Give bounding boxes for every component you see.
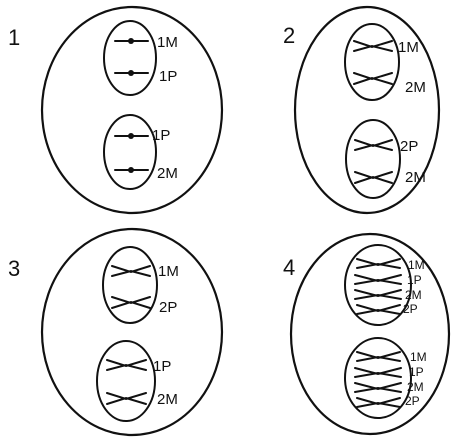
chromosome xyxy=(356,258,401,269)
chromosome-label: 1M xyxy=(158,263,179,280)
cell-outline xyxy=(40,5,224,215)
chromosome-label: 1M xyxy=(408,258,425,272)
cell-outline xyxy=(289,232,451,436)
chromosome xyxy=(354,367,402,378)
panel-3: 3 1M 2P 1P 2M xyxy=(8,227,224,437)
chromosome-label: 1P xyxy=(159,68,177,85)
chromosome xyxy=(356,351,401,362)
chromosome-label: 2M xyxy=(405,169,426,186)
panel-number: 4 xyxy=(283,255,295,280)
nucleus: 1M 1P 2M 2P xyxy=(344,337,427,419)
centromere xyxy=(128,167,134,173)
chromosome-label: 1P xyxy=(153,358,171,375)
panel-number: 3 xyxy=(8,256,20,281)
chromosome-label: 2M xyxy=(157,391,178,408)
nucleus-outline xyxy=(103,20,157,96)
chromosome-label: 1M xyxy=(398,39,419,56)
chromosome xyxy=(106,392,147,405)
nucleus-outline xyxy=(344,337,412,419)
nucleus: 1M 2M xyxy=(344,23,426,101)
centromere xyxy=(128,70,134,76)
chromosome-label: 2M xyxy=(157,165,178,182)
panel-4: 4 1M 1P 2M 2P xyxy=(283,232,451,436)
chromosome-label: 1P xyxy=(152,127,170,144)
nucleus: 2P 2M xyxy=(345,119,426,199)
chromosome-label: 2P xyxy=(405,394,420,408)
chromosome xyxy=(354,171,393,184)
cell-outline xyxy=(40,227,224,437)
centromere xyxy=(128,133,134,139)
panel-number: 1 xyxy=(8,25,20,50)
chromosome-label: 2M xyxy=(405,288,422,302)
chromosome-label: 2M xyxy=(405,79,426,96)
panel-number: 2 xyxy=(283,23,295,48)
chromosome-label: 2P xyxy=(403,302,418,316)
chromosome xyxy=(111,265,151,277)
chromosome-label: 2P xyxy=(400,138,418,155)
nucleus-outline xyxy=(345,119,401,199)
nucleus: 1M 2P xyxy=(102,246,179,324)
chromosome xyxy=(356,304,401,315)
nucleus-outline xyxy=(102,246,158,324)
centromere xyxy=(128,38,134,44)
nucleus: 1P 2M xyxy=(96,340,178,422)
chromosome xyxy=(353,40,393,52)
panel-2: 2 1M 2M 2P 2M xyxy=(283,5,441,215)
chromosome-label: 1M xyxy=(410,350,427,364)
chromosome xyxy=(353,72,393,85)
nucleus-outline xyxy=(96,340,156,422)
chromosome xyxy=(356,397,401,408)
chromosome xyxy=(354,289,402,300)
chromosome xyxy=(354,274,402,285)
chromosome-label: 1P xyxy=(409,365,424,379)
chromosome-label: 1P xyxy=(407,273,422,287)
chromosome-label: 1M xyxy=(157,34,178,51)
panel-1: 1 1M 1P 1P 2M xyxy=(8,5,224,215)
nucleus-outline xyxy=(344,244,412,326)
nucleus: 1M 1P xyxy=(103,20,178,96)
chromosome xyxy=(106,359,147,371)
chromosome xyxy=(111,296,151,309)
nucleus-outline xyxy=(103,114,157,190)
cell-outline xyxy=(293,5,441,215)
nucleus: 1P 2M xyxy=(103,114,178,190)
chromosome-label: 2P xyxy=(159,299,177,316)
nucleus-outline xyxy=(344,23,400,101)
chromosome-label: 2M xyxy=(407,380,424,394)
nucleus: 1M 1P 2M 2P xyxy=(344,244,425,326)
chromosome xyxy=(354,139,393,151)
chromosome xyxy=(354,382,402,393)
